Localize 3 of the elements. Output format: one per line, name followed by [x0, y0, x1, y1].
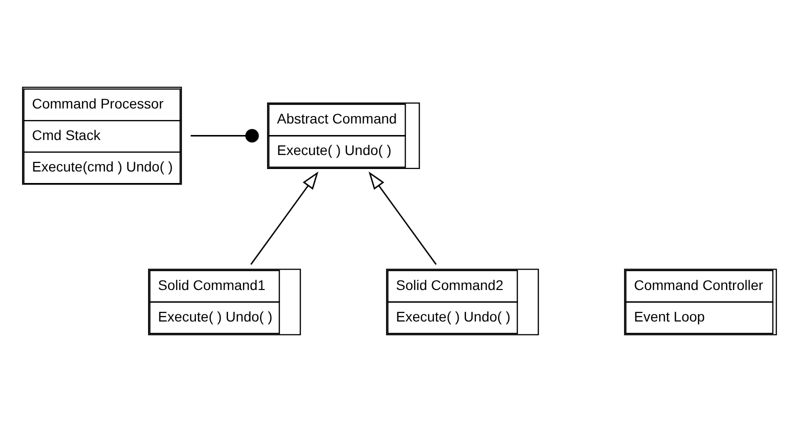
connector	[190, 128, 259, 142]
arrow	[250, 170, 318, 264]
arrow	[368, 170, 437, 264]
